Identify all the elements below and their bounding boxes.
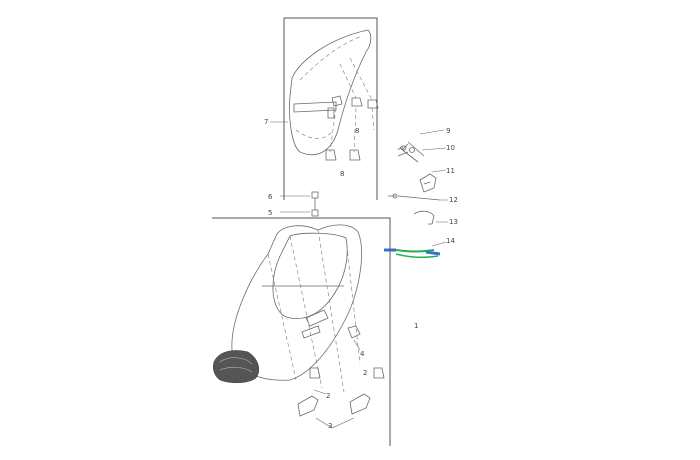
hardware-bolts xyxy=(397,129,447,193)
label-4: 4 xyxy=(360,350,365,358)
label-14: 14 xyxy=(446,237,455,245)
label-11: 11 xyxy=(446,167,455,175)
windscreen xyxy=(289,29,372,156)
label-10: 10 xyxy=(446,144,455,152)
lower-brackets xyxy=(297,325,385,429)
label-9: 9 xyxy=(446,127,450,135)
label-7: 7 xyxy=(264,118,268,126)
lower-frame xyxy=(212,217,391,446)
label-8b: 8 xyxy=(340,170,344,178)
highlighted-cable-14 xyxy=(384,241,447,259)
windscreen-clips xyxy=(325,57,379,161)
label-2b: 2 xyxy=(363,369,367,377)
screws-5-6 xyxy=(280,191,319,217)
headlight-assembly xyxy=(213,350,259,383)
hardware-rod-clip xyxy=(388,193,448,225)
label-13: 13 xyxy=(449,218,458,226)
label-12: 12 xyxy=(449,196,458,204)
label-8a: 8 xyxy=(355,127,359,135)
label-2a: 2 xyxy=(326,392,330,400)
label-5: 5 xyxy=(268,209,272,217)
label-6: 6 xyxy=(268,193,273,201)
label-3: 3 xyxy=(328,422,332,430)
label-1: 1 xyxy=(414,322,418,330)
upper-frame xyxy=(283,17,378,200)
front-panel xyxy=(231,224,362,393)
callout-labels: 7 8 8 9 10 11 12 13 14 6 5 1 4 2 2 3 xyxy=(264,118,458,430)
